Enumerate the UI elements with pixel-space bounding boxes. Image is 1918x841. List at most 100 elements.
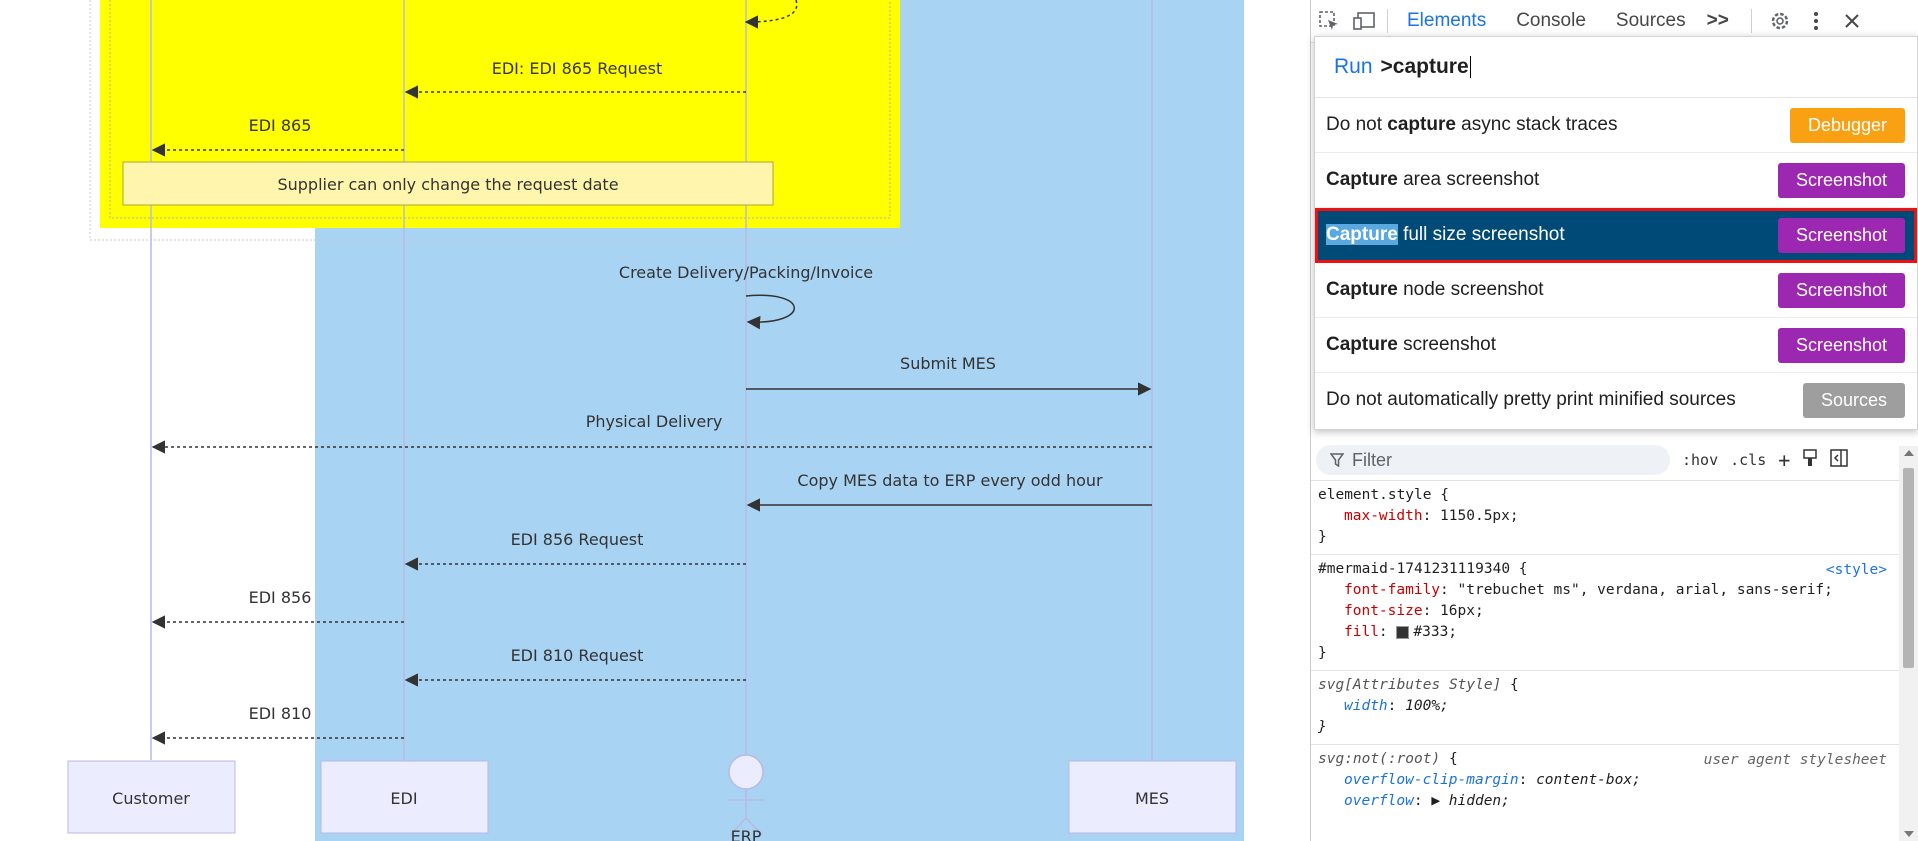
style-rule: element.style { max-width: 1150.5px; }	[1311, 481, 1901, 555]
toolbar-divider	[1387, 9, 1388, 33]
expand-triangle-icon[interactable]: ▶	[1431, 793, 1441, 809]
inspect-icon[interactable]	[1311, 3, 1347, 39]
property-name[interactable]: max-width	[1344, 508, 1423, 524]
command-item-label: Capture area screenshot	[1326, 169, 1540, 190]
add-rule-icon[interactable]: +	[1778, 448, 1791, 472]
diagram-canvas: EDI: EDI 865 Request EDI 865 Supplier ca…	[67, 0, 1311, 841]
command-query: >capture	[1380, 55, 1469, 78]
toolbar-divider	[1750, 9, 1752, 33]
styles-filter-bar: Filter :hov .cls +	[1311, 440, 1918, 481]
styles-pane: element.style { max-width: 1150.5px; } #…	[1311, 481, 1901, 841]
command-item[interactable]: Do not automatically pretty print minifi…	[1315, 373, 1917, 427]
command-palette: Run >capture Do not capture async stack …	[1314, 36, 1918, 430]
rule-selector[interactable]: #mermaid-1741231119340	[1318, 561, 1511, 577]
note-box	[122, 161, 774, 206]
command-item[interactable]: Capture node screenshot Screenshot	[1315, 263, 1917, 318]
actor-box-mes	[1068, 760, 1237, 834]
actor-label-mes: MES	[1135, 789, 1169, 808]
more-tabs-button[interactable]: >>	[1706, 10, 1729, 31]
filter-input[interactable]: Filter	[1316, 445, 1670, 475]
scroll-down-icon[interactable]	[1904, 831, 1914, 837]
property-value[interactable]: 1150.5px	[1440, 508, 1510, 524]
actor-figure-erp	[728, 754, 764, 836]
property-value[interactable]: 16px;	[1440, 603, 1484, 619]
more-icon[interactable]	[1798, 3, 1834, 39]
actor-box-customer	[67, 760, 236, 834]
styles-scrollbar[interactable]	[1899, 446, 1918, 841]
settings-icon[interactable]	[1762, 3, 1798, 39]
command-item-label: Capture full size screenshot	[1326, 224, 1565, 245]
actor-label-erp: ERP	[731, 827, 762, 841]
category-badge-screenshot: Screenshot	[1777, 217, 1905, 253]
note-text: Supplier can only change the request dat…	[277, 175, 618, 194]
paint-brush-icon[interactable]	[1802, 449, 1818, 471]
message-label: Physical Delivery	[586, 412, 723, 431]
message-label: Submit MES	[900, 354, 996, 373]
cls-button[interactable]: .cls	[1730, 451, 1767, 469]
message-label: EDI: EDI 865 Request	[492, 59, 662, 78]
property-value[interactable]: "trebuchet ms", verdana, arial, sans-ser…	[1457, 582, 1833, 598]
self-loop-top	[744, 0, 798, 29]
property-name: width	[1344, 698, 1388, 714]
command-input[interactable]: Run >capture	[1315, 37, 1917, 98]
message-label: EDI 856 Request	[511, 530, 644, 549]
command-item-label: Do not capture async stack traces	[1326, 114, 1618, 135]
actor-box-edi	[320, 760, 489, 834]
style-rule: svg:not(:root) { user agent stylesheet o…	[1318, 751, 1887, 809]
close-icon[interactable]	[1834, 3, 1870, 39]
message-label: EDI 856	[249, 588, 312, 607]
command-item-label: Capture screenshot	[1326, 334, 1497, 355]
property-name[interactable]: fill	[1344, 624, 1379, 640]
style-rule: #mermaid-1741231119340 { <style> font-fa…	[1311, 555, 1901, 671]
message-label: EDI 810	[249, 704, 312, 723]
category-badge-debugger: Debugger	[1789, 107, 1905, 143]
command-item[interactable]: Capture screenshot Screenshot	[1315, 318, 1917, 373]
category-badge-sources: Sources	[1802, 382, 1905, 418]
actor-label-customer: Customer	[112, 789, 190, 808]
toggle-sidebar-icon[interactable]	[1830, 449, 1849, 471]
property-value: hidden;	[1448, 793, 1510, 809]
loop-border-outer	[89, 0, 911, 241]
property-value[interactable]: #333;	[1413, 624, 1458, 640]
property-name[interactable]: font-size	[1344, 603, 1423, 619]
tab-elements[interactable]: Elements	[1407, 10, 1487, 31]
tab-sources[interactable]: Sources	[1615, 10, 1686, 31]
hov-button[interactable]: :hov	[1682, 451, 1719, 469]
rule-selector: svg[Attributes Style]	[1318, 677, 1502, 693]
command-item-label: Do not automatically pretty print minifi…	[1326, 389, 1736, 410]
message-label: Create Delivery/Packing/Invoice	[619, 263, 873, 282]
message-label: EDI 810 Request	[511, 646, 644, 665]
rule-selector: svg:not(:root)	[1318, 751, 1441, 767]
devtools-panel: Elements Console Sources >> Run >capture…	[1311, 0, 1918, 841]
rule-source-label: user agent stylesheet	[1703, 752, 1887, 768]
actor-label-edi: EDI	[390, 789, 417, 808]
property-name[interactable]: font-family	[1344, 582, 1441, 598]
style-rule: svg[Attributes Style] { width: 100%; }	[1311, 671, 1901, 745]
property-value: 100%;	[1405, 698, 1449, 714]
tab-console[interactable]: Console	[1516, 10, 1586, 31]
command-item[interactable]: Do not capture async stack traces Debugg…	[1315, 98, 1917, 153]
self-loop-arrow	[745, 294, 795, 330]
scrollbar-thumb[interactable]	[1903, 468, 1914, 668]
rule-source-link[interactable]: <style>	[1825, 562, 1887, 578]
filter-placeholder: Filter	[1352, 449, 1392, 470]
message-label: Copy MES data to ERP every odd hour	[797, 471, 1103, 490]
rule-selector[interactable]: element.style	[1318, 487, 1432, 503]
command-item[interactable]: Capture area screenshot Screenshot	[1315, 153, 1917, 208]
device-toolbar-icon[interactable]	[1347, 3, 1383, 39]
message-label: EDI 865	[249, 116, 312, 135]
sequence-diagram: EDI: EDI 865 Request EDI 865 Supplier ca…	[67, 0, 1244, 841]
filter-icon	[1330, 453, 1344, 467]
text-caret	[1469, 56, 1471, 78]
property-name: overflow-clip-margin	[1344, 772, 1519, 788]
category-badge-screenshot: Screenshot	[1777, 162, 1905, 198]
command-prefix: Run	[1334, 55, 1373, 78]
scroll-up-icon[interactable]	[1904, 450, 1914, 456]
command-item-label: Capture node screenshot	[1326, 279, 1544, 300]
property-name: overflow	[1344, 793, 1414, 809]
command-item-selected[interactable]: Capture full size screenshot Screenshot	[1315, 208, 1917, 263]
color-swatch[interactable]	[1396, 625, 1410, 639]
property-value: content-box;	[1536, 772, 1641, 788]
loop-border-inner	[109, 0, 891, 219]
category-badge-screenshot: Screenshot	[1777, 272, 1905, 308]
